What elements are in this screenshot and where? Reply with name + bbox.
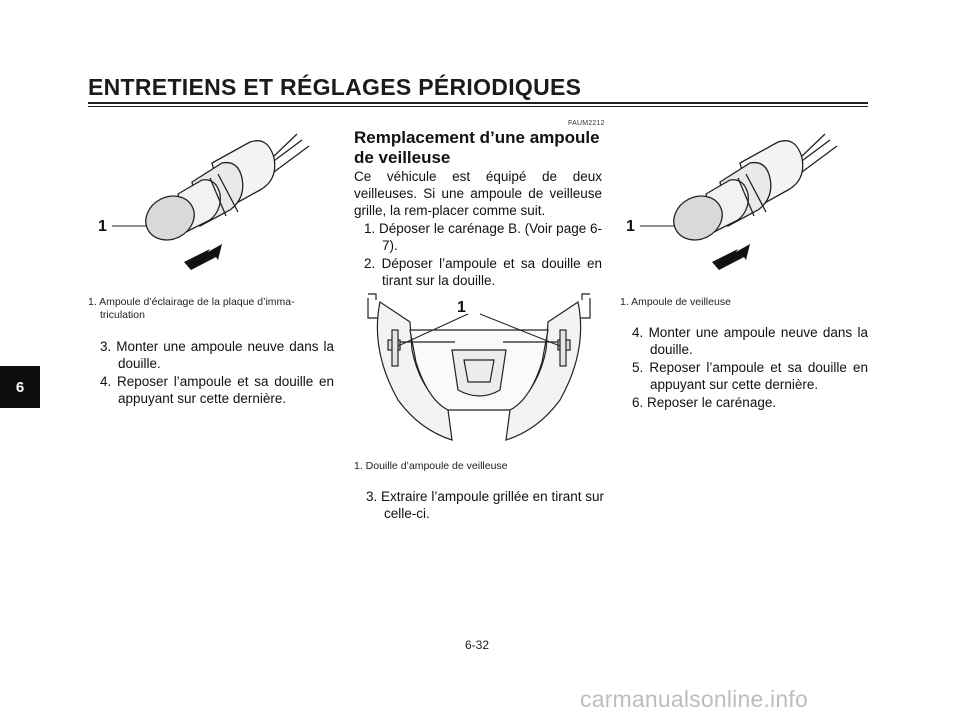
direction-arrow-icon [184, 244, 222, 270]
header-rule [88, 102, 868, 104]
step-item: 3. Extraire l’ampoule grillée en tirant … [366, 489, 604, 521]
figure-caption-left: 1. Ampoule d’éclairage de la plaque d’im… [88, 296, 338, 322]
step-item: 2. Déposer l’ampoule et sa douille en ti… [364, 256, 602, 288]
middle-steps-after: 3. Extraire l’ampoule grillée en tirant … [362, 488, 604, 523]
bulb-socket-illustration-right: 1 [626, 133, 838, 270]
step-item: 4. Reposer l’ampoule et sa douille en ap… [100, 374, 334, 406]
direction-arrow-icon [712, 244, 750, 270]
figure-label-left: 1 [98, 218, 107, 235]
step-item: 4. Monter une ampoule neuve dans la doui… [632, 325, 868, 357]
figure-label-right: 1 [626, 218, 635, 235]
step-item: 6. Reposer le carénage. [632, 395, 777, 410]
step-item: 5. Reposer l’ampoule et sa douille en ap… [632, 360, 868, 392]
left-steps: 3. Monter une ampoule neuve dans la doui… [96, 338, 334, 408]
intro-paragraph: Ce véhicule est équipé de deux veilleuse… [354, 169, 602, 218]
caption-line: 1. Ampoule d’éclairage de la plaque d’im… [88, 296, 295, 308]
page-header-title: ENTRETIENS ET RÉGLAGES PÉRIODIQUES [88, 74, 582, 100]
fairing-illustration: 1 [367, 293, 591, 441]
reference-code: FAUM2212 [568, 120, 605, 127]
header-rule-thin [88, 106, 868, 107]
step-item: 3. Monter une ampoule neuve dans la doui… [100, 339, 334, 371]
section-title: Remplacement d’une ampoule de veilleuse [354, 128, 600, 167]
right-steps: 4. Monter une ampoule neuve dans la doui… [628, 324, 868, 412]
figure-caption-right: 1. Ampoule de veilleuse [620, 296, 731, 308]
bulb-socket-illustration-left: 1 [98, 133, 310, 270]
site-watermark: carmanualsonline.info [580, 686, 808, 712]
chapter-tab: 6 [0, 366, 40, 408]
page-number: 6-32 [465, 638, 490, 652]
middle-text: Ce véhicule est équipé de deux veilleuse… [354, 168, 602, 290]
step-item: 1. Déposer le carénage B. (Voir page 6-7… [364, 221, 602, 253]
caption-line: triculation [100, 309, 145, 321]
chapter-tab-label: 6 [15, 378, 25, 396]
figure-caption-middle: 1. Douille d’ampoule de veilleuse [354, 460, 508, 472]
figure-label-middle: 1 [457, 299, 466, 316]
